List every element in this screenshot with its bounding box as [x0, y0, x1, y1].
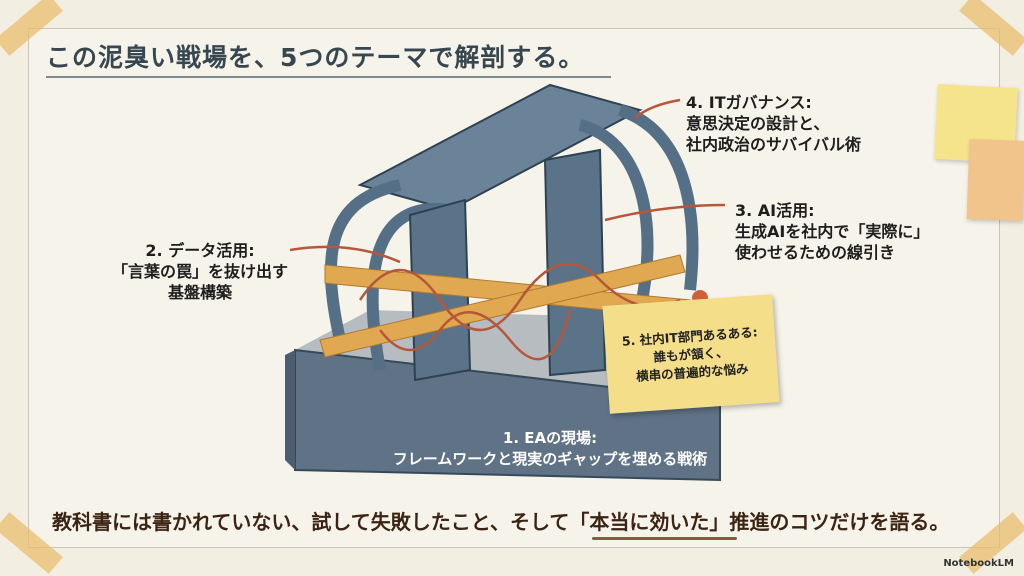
bottom-text: 教科書には書かれていない、試して失敗したこと、そして: [52, 510, 570, 534]
highlight-underline: [592, 537, 737, 540]
theme-1-heading: 1. EAの現場:: [502, 429, 598, 447]
theme-3-line2: 使わせるための線引き: [735, 243, 896, 262]
arrow-3: [604, 203, 726, 222]
page-title: この泥臭い戦場を、5つのテーマで解剖する。: [46, 43, 585, 72]
theme-4-heading: 4. ITガバナンス:: [686, 93, 812, 112]
arrow-2: [289, 245, 401, 264]
theme-4-line2: 社内政治のサバイバル術: [686, 135, 862, 154]
arch: [617, 104, 699, 291]
theme-1-label: 1. EAの現場: フレームワークと現実のギャップを埋める戦術: [380, 428, 720, 470]
pillar: [543, 148, 607, 377]
concrete-side: [285, 350, 295, 470]
arch: [324, 179, 402, 342]
caution-tape: [319, 254, 686, 358]
bottom-message: 教科書には書かれていない、試して失敗したこと、そして「本当に効いた」推進のコツだ…: [52, 506, 949, 535]
bottom-highlight: 「本当に効いた」推進: [569, 510, 770, 534]
title-underline: [46, 76, 611, 78]
notebooklm-watermark: NotebookLM: [943, 558, 1014, 569]
theme-5-sticky-note: 5. 社内IT部門あるある: 誰もが頷く、 横串の普遍的な悩み: [602, 294, 780, 414]
roof-plate: [357, 83, 643, 212]
theme-4-line1: 意思決定の設計と、: [686, 114, 830, 133]
tangle: [358, 262, 681, 361]
theme-2-label: 2. データ活用: 「言葉の罠」を抜け出す 基盤構築: [110, 240, 290, 303]
theme-2-heading: 2. データ活用:: [145, 241, 255, 260]
theme-3-line1: 生成AIを社内で「実際に」: [735, 222, 930, 241]
arrow-4: [634, 98, 681, 119]
theme-3-label: 3. AI活用: 生成AIを社内で「実際に」 使わせるための線引き: [735, 200, 929, 263]
theme-2-line2: 基盤構築: [167, 283, 232, 302]
theme-4-label: 4. ITガバナンス: 意思決定の設計と、 社内政治のサバイバル術: [686, 92, 861, 155]
theme-3-heading: 3. AI活用:: [735, 201, 815, 220]
bottom-text-end: のコツだけを語る。: [769, 510, 950, 534]
theme-1-body: フレームワークと現実のギャップを埋める戦術: [392, 450, 708, 468]
theme-2-line1: 「言葉の罠」を抜け出す: [111, 262, 288, 281]
